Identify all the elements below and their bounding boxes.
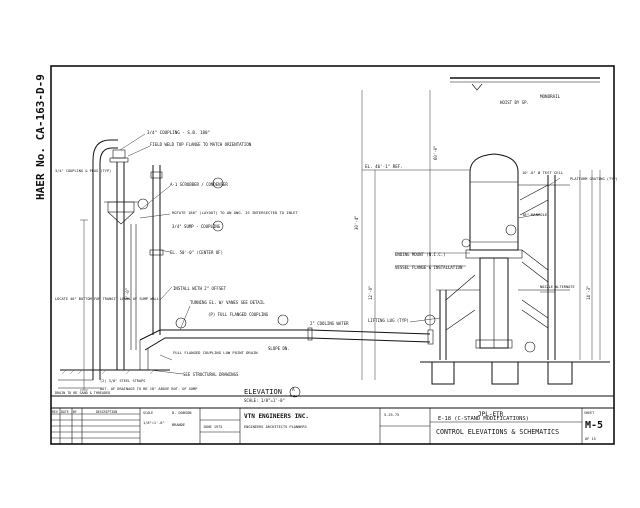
- label-turning: TURNING EL. W/ VANES SEE DETAIL: [190, 300, 265, 305]
- drawn-by: D. DOBSON: [172, 411, 191, 415]
- label-hoist: HOIST BY SP.: [500, 100, 529, 105]
- stamp-date: 5-25-75: [384, 413, 399, 417]
- label-locate-note: LOCATE 40" BOTTOM FOR TRANSIT LEVEL OF S…: [55, 297, 159, 301]
- sheet-of: OF 15: [585, 437, 596, 441]
- label-coupling-left: 3/4" COUPLING & PLUG (TYP): [55, 169, 111, 173]
- label-rotate: ROTATE 180° (LAYOUT) TO AN ANG. IS INTER…: [172, 210, 298, 215]
- rev-header-by: BY: [73, 410, 77, 414]
- elevation-marker-ref: M-5: [290, 394, 296, 398]
- label-see-structural: SEE STRUCTURAL DRAWINGS: [183, 372, 239, 377]
- dim-a: 60'-0": [433, 146, 438, 160]
- elevation-marker: [289, 386, 301, 398]
- label-drain-ends: DRAIN TO BE SAND & THREADED: [55, 391, 110, 395]
- label-cooling-water: 2" COOLING WATER: [310, 321, 349, 326]
- scale-value: 1/8"=1'-0": [143, 421, 165, 425]
- label-manhole: 18" MANHOLE: [522, 212, 548, 217]
- company-sub: ENGINEERS ARCHITECTS PLANNERS: [244, 425, 307, 429]
- sheet-number: M-5: [585, 420, 603, 431]
- label-monorail: MONORAIL: [540, 94, 561, 99]
- label-ending-mount: ENDING MOUNT (N.I.C.): [395, 252, 446, 257]
- label-field-weld: FIELD WELD TOP FLANGE TO MATCH ORIENTATI…: [150, 142, 252, 147]
- company-name: VTN ENGINEERS INC.: [244, 413, 309, 420]
- drawing-title: CONTROL ELEVATIONS & SCHEMATICS: [436, 428, 559, 436]
- rev-header-description: DESCRIPTION: [96, 410, 117, 414]
- elevation-title: ELEVATION: [244, 388, 282, 396]
- rev-header-rev: REV: [52, 410, 58, 414]
- rev-header-date: DATE: [61, 410, 69, 414]
- label-fill-drain: FULL FLANGED COUPLING LOW POINT DRAIN: [173, 350, 258, 355]
- project-name: JPL-ETR: [478, 411, 504, 418]
- dim-d: 4'-0": [125, 288, 130, 300]
- elevation-marker-letter: A: [292, 387, 295, 393]
- label-sump-coupling: 3/4" SUMP - COUPLING: [172, 224, 221, 229]
- sheet-label: SHEET: [584, 411, 594, 415]
- label-lifting-lug: LIFTING LUG (TYP): [368, 318, 409, 323]
- checked-by: BRANDE: [172, 423, 185, 427]
- label-nozzle: NOZZLE ALTERNATE: [540, 285, 575, 289]
- label-scrubber: A-1 SCRUBBER / CONDENSER: [170, 182, 228, 187]
- label-drainage: BOT. OF DRAINAGE TO BE 18" ABOVE BOT. OF…: [100, 387, 197, 391]
- project-subtitle: E-18 (C-STAND MODIFICATIONS): [438, 416, 529, 422]
- label-steel-straps: (2) 3/8" STEEL STRAPS: [100, 379, 145, 383]
- haer-stamp: HAER No. CA-163-D-9: [34, 74, 47, 200]
- label-test-cell: 10'-0" Ø TEST CELL: [522, 170, 564, 175]
- label-el-top: EL. 46'-1" REF.: [365, 164, 403, 169]
- label-platform: PLATFORM GRATING (TYP): [570, 177, 618, 181]
- label-top-coupling: 3/4" COUPLING - S.B. 180°: [147, 130, 210, 135]
- left-piping: [58, 139, 434, 391]
- dim-b: 30'-4": [354, 216, 359, 230]
- test-cell-structure: [361, 77, 610, 385]
- label-slope: SLOPE DN.: [268, 346, 290, 351]
- scale-label: SCALE: [143, 411, 153, 415]
- label-flanged-coupling: (P) FULL FLANGED COUPLING: [208, 312, 269, 317]
- label-vessel-flange: VESSEL FLANGE & INSTALLATION: [395, 265, 463, 270]
- title-block: [50, 407, 615, 445]
- dim-e: 14'-3": [586, 286, 591, 300]
- elevation-scale: SCALE: 1/8"=1'-0": [244, 398, 285, 403]
- title-date: JUNE 1975: [203, 425, 222, 429]
- label-el-level: EL. 50'-0" (CENTER OF): [170, 250, 223, 255]
- label-install-offset: INSTALL WITH 2" OFFSET: [173, 286, 227, 291]
- dim-c: 12'-0": [368, 286, 373, 300]
